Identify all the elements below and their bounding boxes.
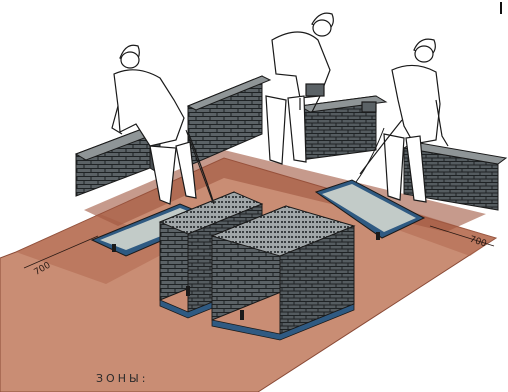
corner-mark xyxy=(500,2,502,14)
zones-caption: ЗОНЫ: xyxy=(96,372,148,385)
